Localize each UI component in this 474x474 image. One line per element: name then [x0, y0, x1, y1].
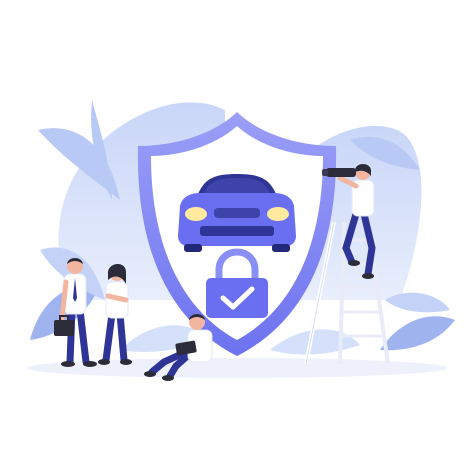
leaf-right-mid	[385, 292, 450, 313]
laptop-icon	[175, 340, 197, 356]
briefcase-icon	[54, 320, 74, 336]
businessman-leg-right	[76, 306, 90, 366]
person-ladder-leg-front	[360, 210, 376, 278]
car-wheel-right	[272, 244, 290, 252]
businessman-head	[67, 258, 83, 274]
briefcase-handle	[59, 315, 69, 320]
leaf-bottom-right	[270, 329, 360, 355]
person-ladder-hair	[355, 164, 371, 176]
ladder-rail-left-outline	[305, 221, 335, 365]
car-bumper	[200, 226, 274, 236]
woman-shoe-right	[120, 359, 132, 365]
woman-shoe-left	[98, 359, 110, 365]
padlock-icon	[206, 248, 268, 318]
checkmark-icon	[220, 286, 255, 310]
padlock-body	[206, 278, 268, 318]
person-ladder-arm	[337, 175, 359, 189]
woman-arms-crossed	[105, 293, 129, 303]
sitting-leg-back	[148, 348, 190, 376]
car-headlight-left	[185, 207, 207, 221]
businessman-shoe-left	[61, 361, 75, 367]
car-grille	[214, 208, 260, 218]
car-icon	[178, 174, 296, 252]
leaf-right-low	[380, 316, 455, 351]
woman-leg-right	[116, 310, 128, 364]
person-businessman	[54, 258, 97, 367]
person-ladder-shoe-2	[362, 273, 374, 279]
businessman-shoe-right	[83, 361, 97, 367]
binoculars-lens	[322, 169, 328, 176]
car-headlight-right	[267, 207, 289, 221]
businessman-arm	[59, 279, 69, 321]
person-ladder-shoe-1	[348, 260, 360, 266]
sitting-shoe-1	[144, 371, 156, 377]
woman-hair	[107, 263, 126, 284]
person-sitting-laptop	[144, 314, 213, 381]
car-windshield	[204, 178, 270, 193]
binoculars-icon	[326, 168, 356, 177]
person-ladder-leg-back	[342, 210, 360, 266]
car-wheel-left	[184, 244, 202, 252]
sitting-hair	[189, 314, 205, 320]
leaf-fern-top	[91, 100, 112, 200]
leaf-fern-right	[350, 136, 420, 170]
woman-leg-left	[102, 310, 116, 364]
businessman-tie	[73, 278, 77, 302]
sitting-head	[189, 314, 205, 330]
businessman-hair	[67, 258, 83, 264]
sitting-shoe-2	[162, 375, 174, 381]
leaf-fern-left	[38, 128, 120, 200]
person-ladder-binoculars	[322, 164, 376, 279]
person-woman	[98, 263, 132, 365]
padlock-shackle	[215, 248, 259, 284]
